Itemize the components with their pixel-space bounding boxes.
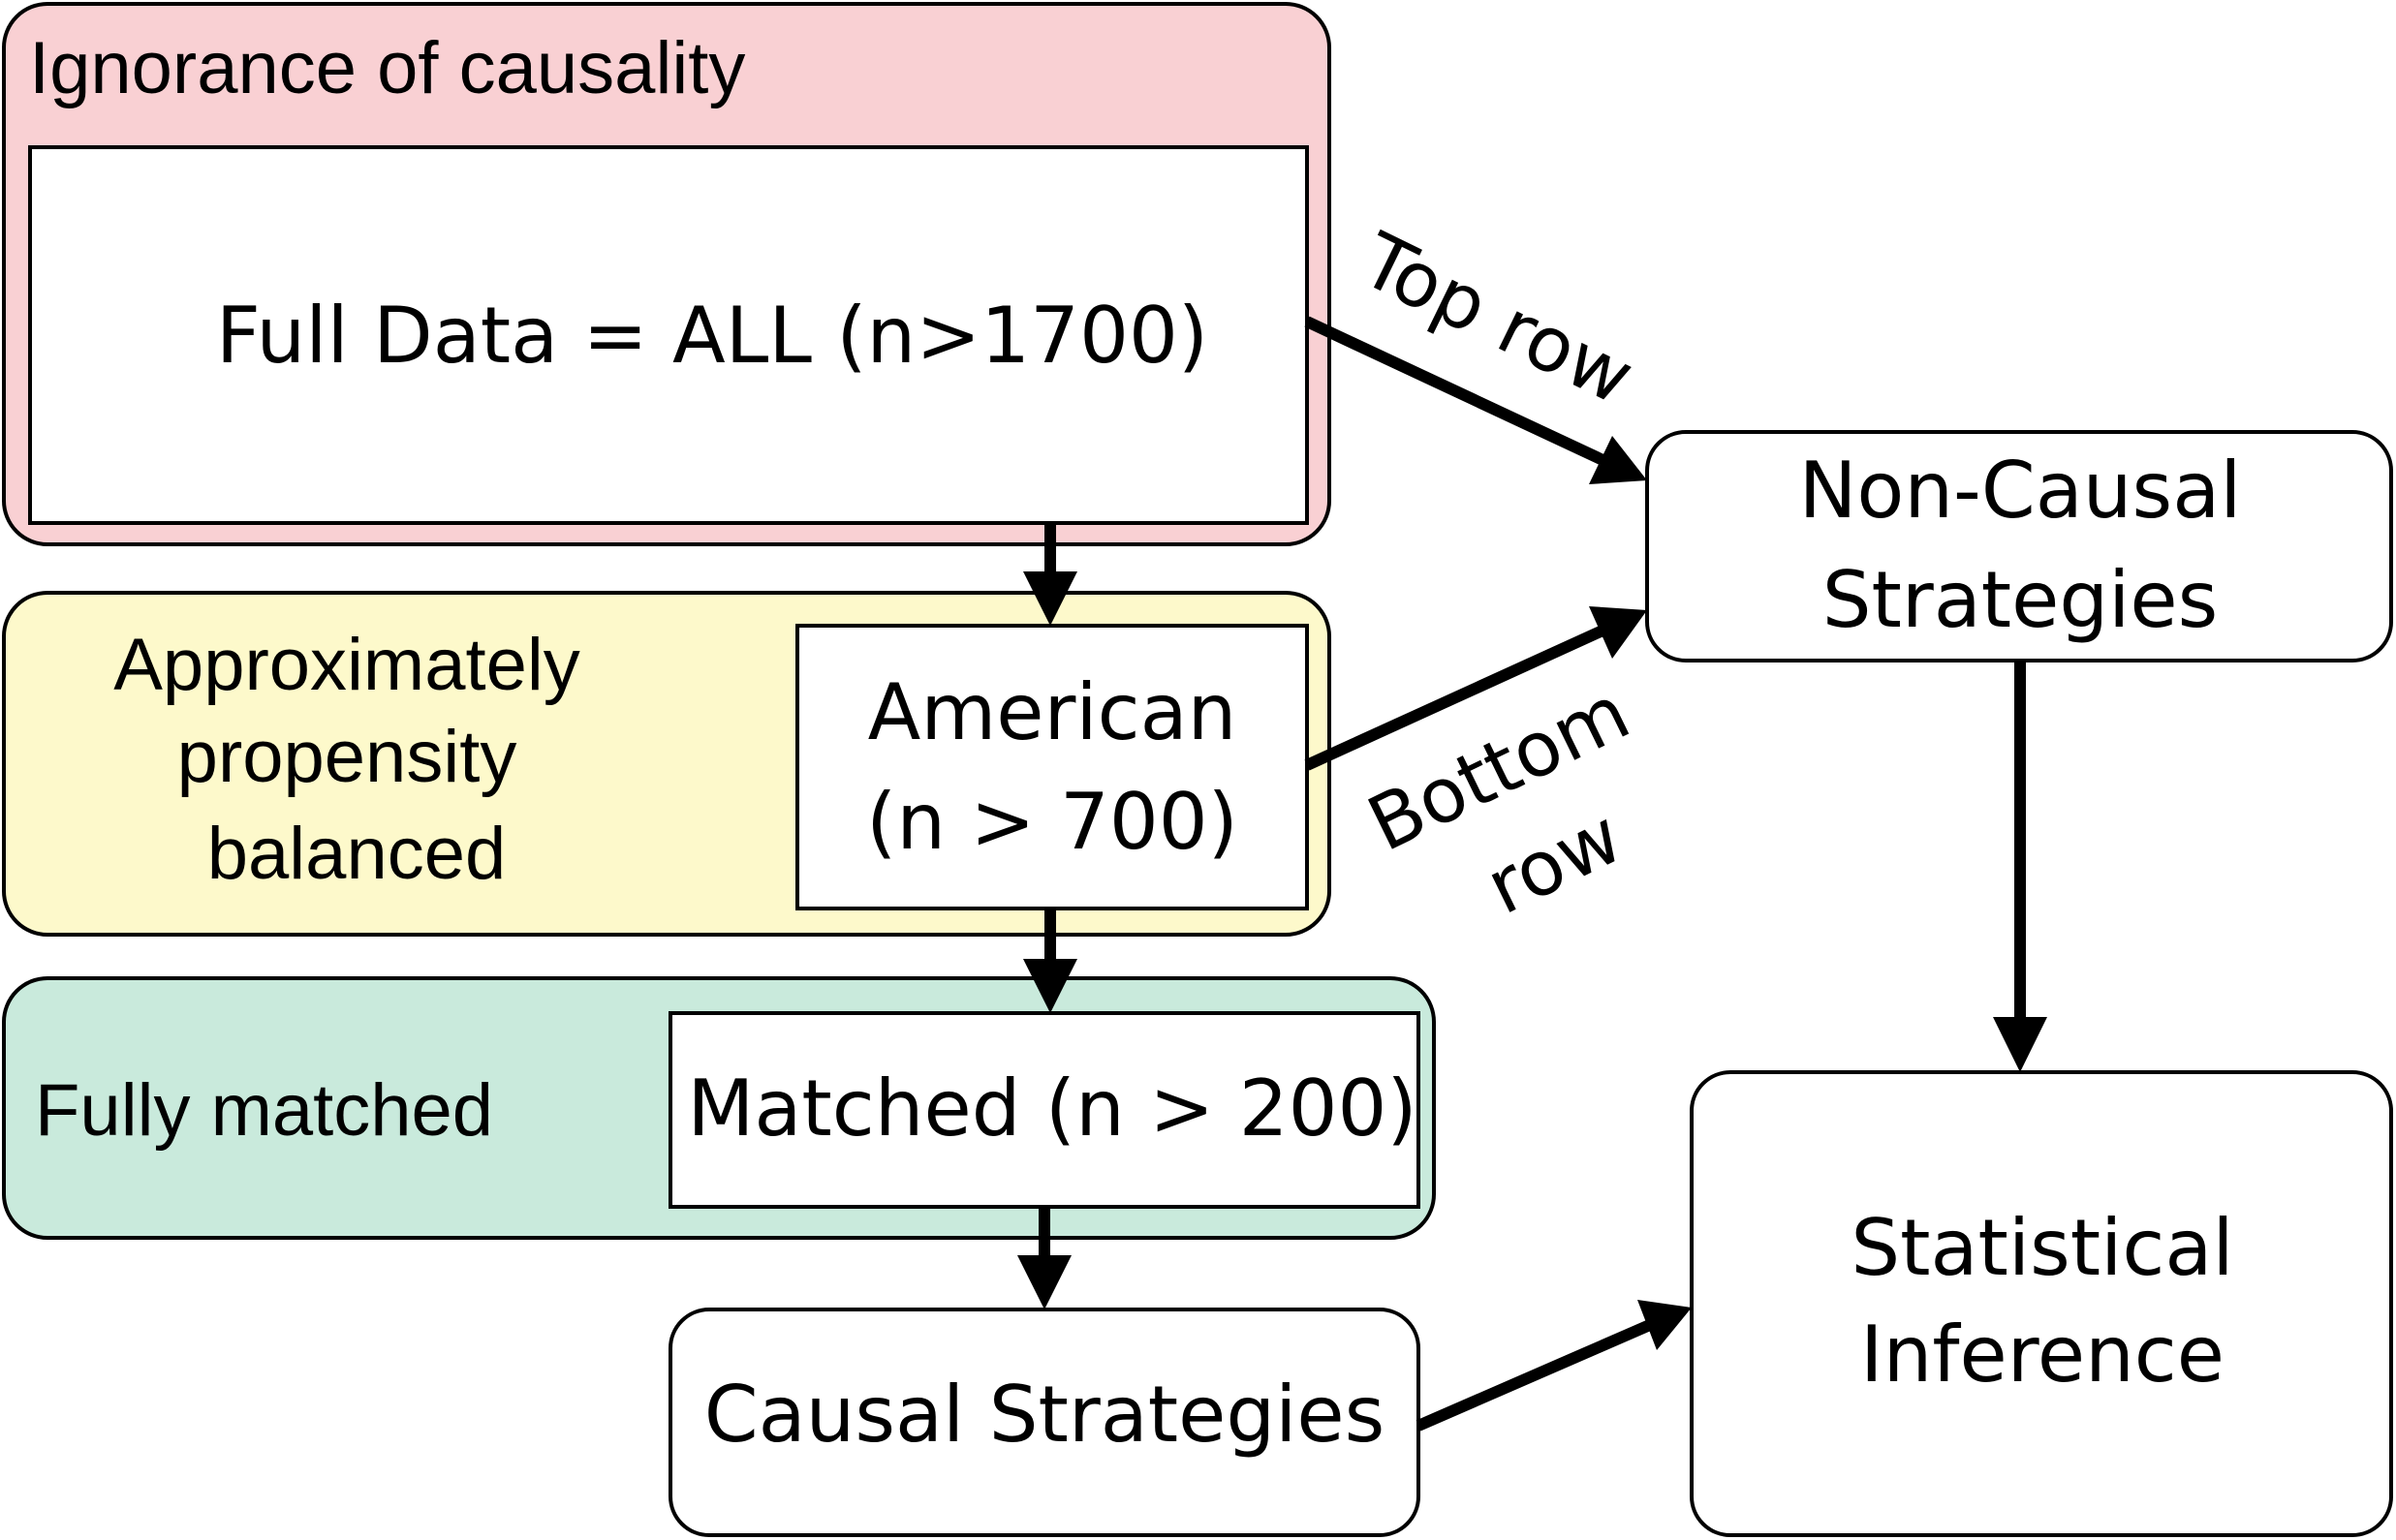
node-full-data-label: Full Data = ALL (n>1700) bbox=[216, 291, 1208, 381]
edge-label-top-row: Top row bbox=[1348, 217, 1646, 422]
group-approx-label-line-1: Approximately bbox=[113, 624, 580, 706]
node-statistical-box bbox=[1690, 1070, 2393, 1537]
edge-bottom-row bbox=[1304, 606, 1647, 771]
edge-matched-to-causal bbox=[1017, 1207, 1072, 1309]
node-matched: Matched (n > 200) bbox=[669, 1011, 1420, 1209]
node-causal-label: Causal Strategies bbox=[704, 1370, 1385, 1460]
group-approx-label-line-3: balanced bbox=[207, 813, 507, 895]
edge-causal-to-statistical bbox=[1416, 1300, 1692, 1432]
group-ignorance-label: Ignorance of causality bbox=[29, 27, 745, 109]
node-non-causal-strategies: Non-Causal Strategies bbox=[1645, 430, 2393, 662]
group-fully-label: Fully matched bbox=[35, 1069, 493, 1152]
node-american: American (n > 700) bbox=[795, 624, 1309, 910]
node-statistical-inference: Statistical Inference bbox=[1690, 1070, 2393, 1537]
node-statistical-label-line-1: Statistical bbox=[1851, 1203, 2233, 1293]
node-causal-strategies: Causal Strategies bbox=[669, 1308, 1420, 1537]
edge-top-row bbox=[1304, 316, 1647, 484]
edge-american-to-matched bbox=[1023, 909, 1077, 1013]
node-noncausal-label-line-1: Non-Causal bbox=[1799, 446, 2242, 536]
node-full-data: Full Data = ALL (n>1700) bbox=[28, 145, 1309, 525]
group-approx-label-line-2: propensity bbox=[177, 716, 517, 798]
edge-noncausal-to-statistical bbox=[1993, 661, 2047, 1072]
node-matched-label: Matched (n > 200) bbox=[687, 1063, 1416, 1154]
node-full-data-box bbox=[28, 145, 1309, 525]
node-statistical-label-line-2: Inference bbox=[1860, 1309, 2225, 1400]
node-american-box bbox=[795, 624, 1309, 910]
node-noncausal-label-line-2: Strategies bbox=[1822, 555, 2219, 645]
node-matched-box bbox=[669, 1011, 1420, 1209]
node-american-label-line-1: American bbox=[868, 667, 1237, 757]
node-american-label-line-2: (n > 700) bbox=[866, 777, 1238, 867]
edge-full-data-to-american bbox=[1023, 523, 1077, 626]
